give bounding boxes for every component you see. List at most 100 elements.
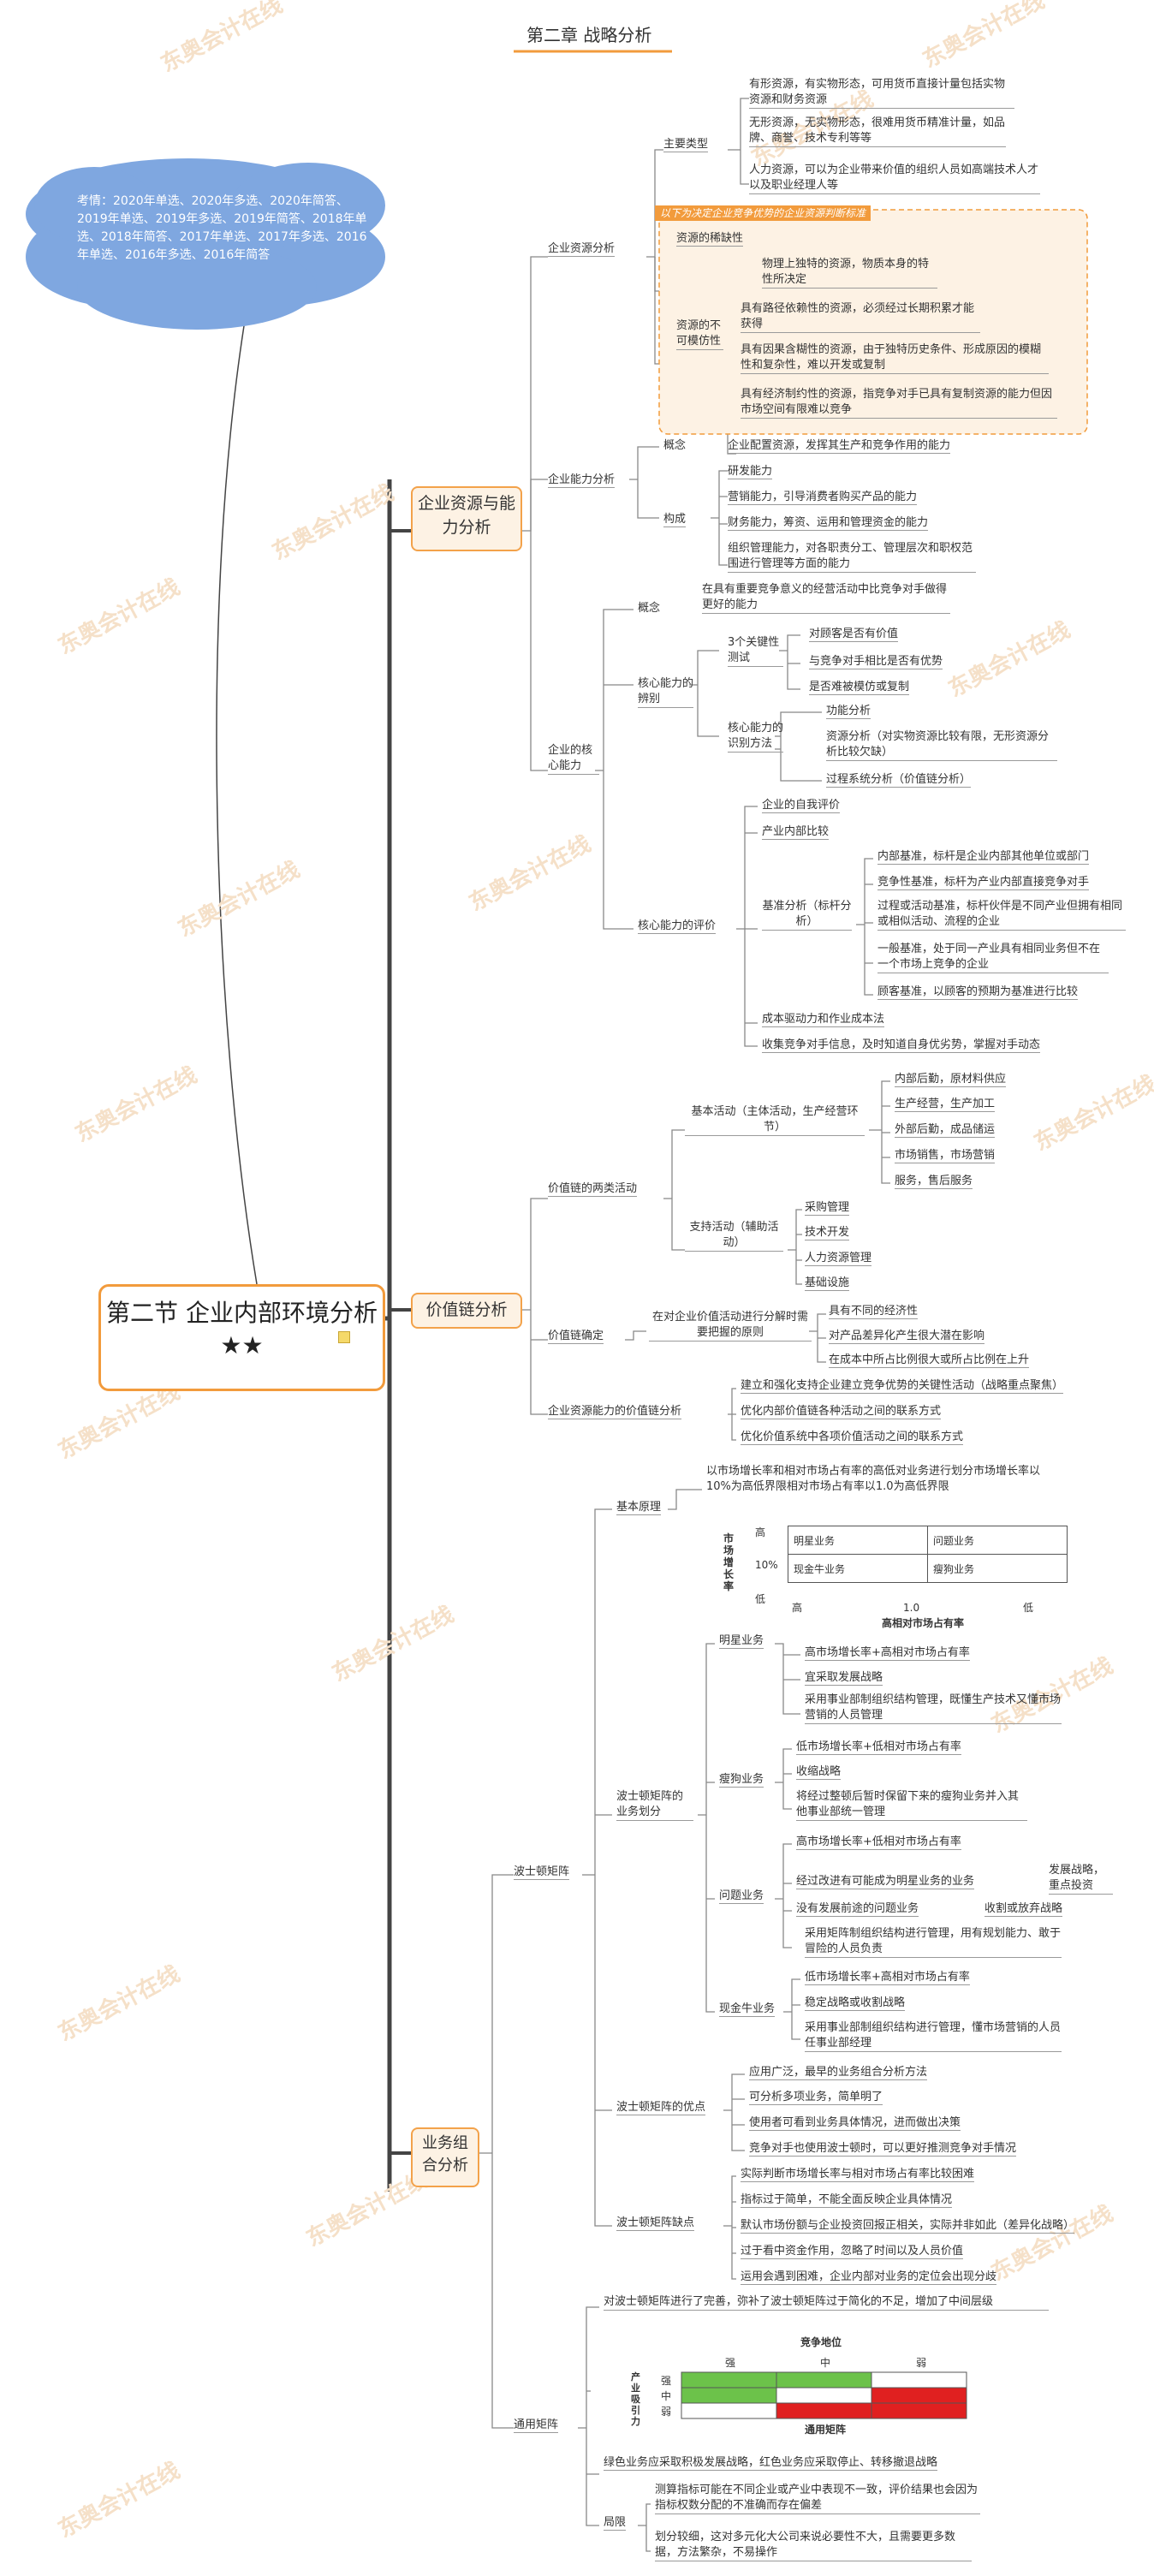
node-limit-2[interactable]: 划分较细，这对多元化大公司来说必要性不大，且需要更多数据，方法繁杂，不易操作 <box>655 2530 972 2561</box>
node-finance[interactable]: 财务能力，筹资、运用和管理资金的能力 <box>728 516 929 531</box>
node-ge-strategy[interactable]: 绿色业务应采取积极发展战略，红色业务应采取停止、转移撤退战略 <box>604 2456 938 2471</box>
node-main-types[interactable]: 主要类型 <box>663 138 709 152</box>
node-eval-5[interactable]: 收集竞争对手信息，及时知道自身优劣势，掌握对手动态 <box>762 1038 1041 1053</box>
node-primary-1[interactable]: 内部后勤，原材料供应 <box>895 1073 1007 1087</box>
node-evaluation[interactable]: 核心能力的评价 <box>638 919 717 934</box>
root-topic[interactable]: 第二节 企业内部环境分析★★ <box>98 1284 385 1391</box>
node-question-3b[interactable]: 收割或放弃战略 <box>984 1902 1063 1917</box>
node-scarcity[interactable]: 资源的稀缺性 <box>676 232 744 247</box>
node-causal-ambiguity[interactable]: 具有因果含糊性的资源，由于独特历史条件、形成原因的模糊性和复杂性，难以开发或复制 <box>741 342 1049 374</box>
node-cash-1[interactable]: 低市场增长率+高相对市场占有率 <box>805 1971 970 1985</box>
node-dis-5[interactable]: 运用会遇到困难，企业内部对业务的定位会出现分歧 <box>741 2270 997 2285</box>
node-primary-3[interactable]: 外部后勤，成品储运 <box>895 1123 996 1138</box>
node-support-activities[interactable]: 支持活动（辅助活动） <box>685 1220 783 1252</box>
node-dis-1[interactable]: 实际判断市场增长率与相对市场占有率比较困难 <box>741 2168 975 2182</box>
node-support-3[interactable]: 人力资源管理 <box>805 1252 872 1266</box>
node-question-2[interactable]: 经过改进有可能成为明星业务的业务 <box>796 1875 975 1889</box>
node-basic-principle[interactable]: 基本原理 <box>616 1501 662 1515</box>
node-economic-constraint[interactable]: 具有经济制约性的资源，指竞争对手已具有复制资源的能力但因市场空间有限难以竞争 <box>741 387 1057 419</box>
node-adv-1[interactable]: 应用广泛，最早的业务组合分析方法 <box>749 2066 928 2080</box>
node-rnd[interactable]: 研发能力 <box>728 465 773 479</box>
node-question[interactable]: 问题业务 <box>719 1889 764 1904</box>
node-bench-4[interactable]: 一般基准，处于同一产业具有相同业务但不在一个市场上竞争的企业 <box>877 942 1109 973</box>
node-primary-2[interactable]: 生产经营，生产加工 <box>895 1098 996 1112</box>
node-primary-5[interactable]: 服务，售后服务 <box>895 1175 973 1189</box>
node-adv-4[interactable]: 竞争对手也使用波士顿时，可以更好推测竞争对手情况 <box>749 2142 1017 2157</box>
node-bench-3[interactable]: 过程或活动基准，标杆伙伴是不同产业但拥有相同或相似活动、流程的企业 <box>877 899 1126 931</box>
node-test-3[interactable]: 是否难被模仿或复制 <box>809 681 910 695</box>
node-advantages[interactable]: 波士顿矩阵的优点 <box>616 2101 706 2115</box>
node-decomposition-principle[interactable]: 在对企业价值活动进行分解时需要把握的原则 <box>649 1310 812 1342</box>
node-dog-1[interactable]: 低市场增长率+低相对市场占有率 <box>796 1740 961 1755</box>
node-capability-analysis[interactable]: 企业能力分析 <box>548 473 616 488</box>
node-human[interactable]: 人力资源，可以为企业带来价值的组织人员如高端技术人才以及职业经理人等 <box>749 163 1040 194</box>
branch-value-chain[interactable]: 价值链分析 <box>411 1293 522 1329</box>
node-method-2[interactable]: 资源分析（对实物资源比较有限，无形资源分析比较欠缺） <box>826 729 1057 761</box>
node-ge-matrix[interactable]: 通用矩阵 <box>514 2418 559 2433</box>
node-dis-3[interactable]: 默认市场份额与企业投资回报正相关，实际并非如此（差异化战略） <box>741 2219 1075 2234</box>
node-question-2b[interactable]: 发展战略，重点投资 <box>1049 1863 1113 1895</box>
node-primary-4[interactable]: 市场销售，市场营销 <box>895 1149 996 1163</box>
node-dog[interactable]: 瘦狗业务 <box>719 1773 764 1788</box>
node-test-1[interactable]: 对顾客是否有价值 <box>809 628 899 642</box>
node-bcg-division[interactable]: 波士顿矩阵的业务划分 <box>616 1789 693 1821</box>
node-principle-1[interactable]: 具有不同的经济性 <box>829 1305 919 1319</box>
node-bench-5[interactable]: 顾客基准，以顾客的预期为基准进行比较 <box>877 985 1079 1000</box>
node-identification[interactable]: 核心能力的辨别 <box>638 676 693 708</box>
node-resource-analysis[interactable]: 企业资源分析 <box>548 242 616 257</box>
branch-business-portfolio[interactable]: 业务组合分析 <box>411 2127 479 2187</box>
node-question-4[interactable]: 采用矩阵制组织结构进行管理，用有规划能力、敢于冒险的人员负责 <box>805 1926 1062 1958</box>
node-concept2-text[interactable]: 在具有重要竞争意义的经营活动中比竞争对手做得更好的能力 <box>702 582 950 614</box>
node-method-1[interactable]: 功能分析 <box>826 705 871 719</box>
node-path-dependence[interactable]: 具有路径依赖性的资源，必须经过长期积累才能获得 <box>741 301 980 333</box>
node-identification-methods[interactable]: 核心能力的识别方法 <box>728 721 783 753</box>
node-limitations[interactable]: 局限 <box>604 2516 627 2531</box>
node-physical[interactable]: 物理上独特的资源，物质本身的特性所决定 <box>762 257 937 289</box>
node-concept2[interactable]: 概念 <box>638 602 661 615</box>
node-limit-1[interactable]: 测算指标可能在不同企业或产业中表现不一致，评价结果也会因为指标权数分配的不准确而… <box>655 2483 980 2514</box>
branch-resource-capability[interactable]: 企业资源与能力分析 <box>411 486 522 551</box>
node-dis-2[interactable]: 指标过于简单，不能全面反映企业具体情况 <box>741 2193 953 2208</box>
node-inimitability[interactable]: 资源的不可模仿性 <box>676 318 723 350</box>
node-question-3[interactable]: 没有发展前途的问题业务 <box>796 1902 919 1917</box>
node-concept[interactable]: 概念 <box>663 439 687 452</box>
node-question-1[interactable]: 高市场增长率+低相对市场占有率 <box>796 1835 961 1850</box>
node-vc-1[interactable]: 建立和强化支持企业建立竞争优势的关键性活动（战略重点聚焦） <box>741 1379 1064 1394</box>
node-test-2[interactable]: 与竞争对手相比是否有优势 <box>809 655 943 669</box>
node-principle-2[interactable]: 对产品差异化产生很大潜在影响 <box>829 1330 985 1344</box>
node-adv-2[interactable]: 可分析多项业务，简单明了 <box>749 2091 883 2105</box>
node-disadvantages[interactable]: 波士顿矩阵缺点 <box>616 2216 695 2231</box>
node-vc-3[interactable]: 优化价值系统中各项价值活动之间的联系方式 <box>741 1431 964 1445</box>
node-method-3[interactable]: 过程系统分析（价值链分析） <box>826 773 972 788</box>
node-tangible[interactable]: 有形资源，有实物形态，可用货币直接计量包括实物资源和财务资源 <box>749 77 1014 109</box>
node-marketing[interactable]: 营销能力，引导消费者购买产品的能力 <box>728 491 918 505</box>
node-dog-3[interactable]: 将经过整顿后暂时保留下来的瘦狗业务并入其他事业部统一管理 <box>796 1789 1027 1821</box>
node-star-2[interactable]: 宜采取发展战略 <box>805 1671 883 1686</box>
node-eval-2[interactable]: 产业内部比较 <box>762 825 830 840</box>
node-two-activities[interactable]: 价值链的两类活动 <box>548 1182 638 1197</box>
node-support-2[interactable]: 技术开发 <box>805 1226 850 1240</box>
node-support-4[interactable]: 基础设施 <box>805 1276 850 1291</box>
node-eval-4[interactable]: 成本驱动力和作业成本法 <box>762 1013 885 1027</box>
node-intangible[interactable]: 无形资源，无实物形态，很难用货币精准计量，如品牌、商誉、技术专利等等 <box>749 116 1006 147</box>
node-org-management[interactable]: 组织管理能力，对各职责分工、管理层次和职权范围进行管理等方面的能力 <box>728 541 976 573</box>
node-vc-analysis[interactable]: 企业资源能力的价值链分析 <box>548 1405 682 1419</box>
node-star-1[interactable]: 高市场增长率+高相对市场占有率 <box>805 1646 970 1661</box>
node-benchmark[interactable]: 基准分析（标杆分析） <box>762 899 852 931</box>
node-star-3[interactable]: 采用事业部制组织结构管理，既懂生产技术又懂市场营销的人员管理 <box>805 1693 1062 1724</box>
node-core-competence[interactable]: 企业的核心能力 <box>548 743 599 775</box>
node-dog-2[interactable]: 收缩战略 <box>796 1765 842 1780</box>
node-ge-intro[interactable]: 对波士顿矩阵进行了完善，弥补了波士顿矩阵过于简化的不足，增加了中间层级 <box>604 2294 1049 2311</box>
node-bench-2[interactable]: 竞争性基准，标杆为产业内部直接竞争对手 <box>877 876 1090 890</box>
node-bcg[interactable]: 波士顿矩阵 <box>514 1865 570 1880</box>
node-star[interactable]: 明星业务 <box>719 1634 764 1649</box>
node-cash-2[interactable]: 稳定战略或收割战略 <box>805 1996 906 2011</box>
node-adv-3[interactable]: 使用者可看到业务具体情况，进而做出决策 <box>749 2116 961 2131</box>
node-vc-2[interactable]: 优化内部价值链各种活动之间的联系方式 <box>741 1405 942 1419</box>
node-concept-text[interactable]: 企业配置资源，发挥其生产和竞争作用的能力 <box>728 439 951 454</box>
node-value-chain-determination[interactable]: 价值链确定 <box>548 1330 604 1344</box>
node-principle-3[interactable]: 在成本中所占比例很大或所占比例在上升 <box>829 1353 1030 1368</box>
node-eval-1[interactable]: 企业的自我评价 <box>762 799 841 813</box>
node-key-tests[interactable]: 3个关键性测试 <box>728 635 783 667</box>
node-primary-activities[interactable]: 基本活动（主体活动，生产经营环节） <box>685 1104 865 1136</box>
